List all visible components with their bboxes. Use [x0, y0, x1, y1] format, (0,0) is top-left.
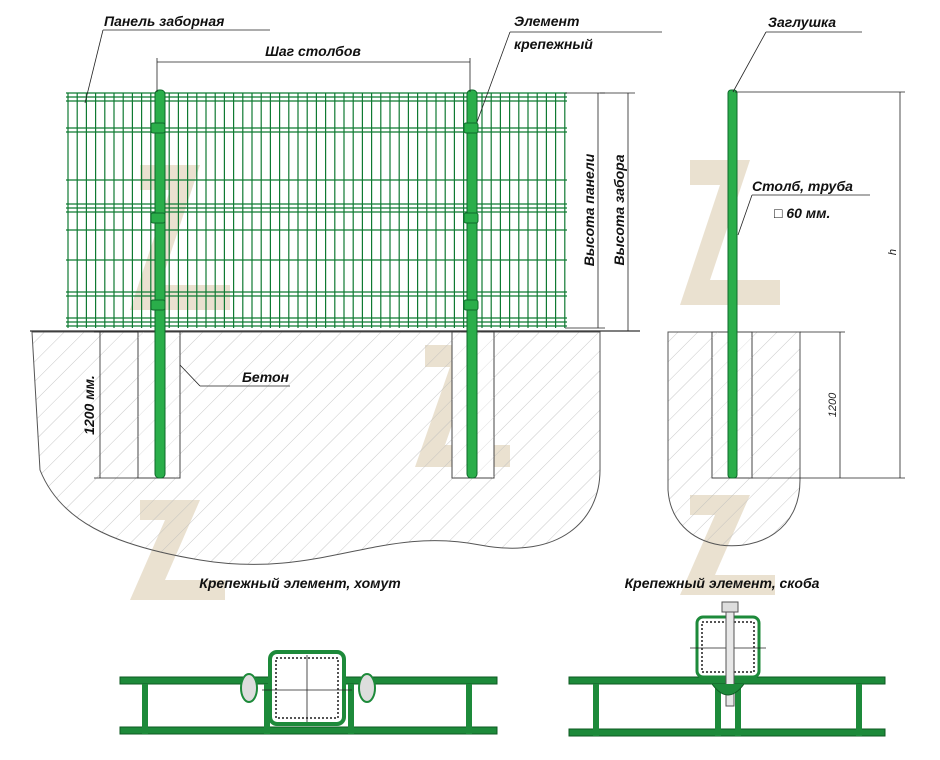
label-fastener-2: крепежный [514, 36, 593, 52]
label-bracket-detail: Крепежный элемент, скоба [625, 575, 820, 591]
post-clamp [150, 299, 166, 311]
front-posts [150, 89, 479, 479]
post-clamp [463, 299, 479, 311]
bracket-detail-drawing [568, 601, 886, 737]
label-clamp-detail: Крепежный элемент, хомут [199, 575, 401, 591]
ground-section-front [31, 331, 601, 565]
fence-panel [66, 92, 567, 328]
label-height-side: h [887, 249, 899, 255]
label-fastener-1: Элемент [514, 13, 579, 29]
post-right [466, 89, 478, 479]
post-clamp [463, 212, 479, 224]
post-clamp [150, 212, 166, 224]
label-concrete: Бетон [242, 369, 290, 385]
clamp-detail-drawing [119, 650, 498, 735]
label-panel: Панель заборная [104, 13, 224, 29]
label-post-size: □ 60 мм. [774, 205, 830, 221]
side-post [727, 89, 738, 479]
label-post-pipe: Столб, труба [752, 178, 853, 194]
label-depth-side: 1200 [827, 392, 839, 417]
post-clamp [463, 122, 479, 134]
dimension-lines [84, 29, 905, 479]
label-depth: 1200 мм. [81, 375, 97, 435]
label-fence-height: Высота забора [611, 154, 627, 265]
post-left [154, 89, 166, 479]
label-post-pitch: Шаг столбов [265, 43, 361, 59]
label-panel-height: Высота панели [581, 153, 597, 266]
label-cap: Заглушка [768, 14, 836, 30]
post-clamp [150, 122, 166, 134]
